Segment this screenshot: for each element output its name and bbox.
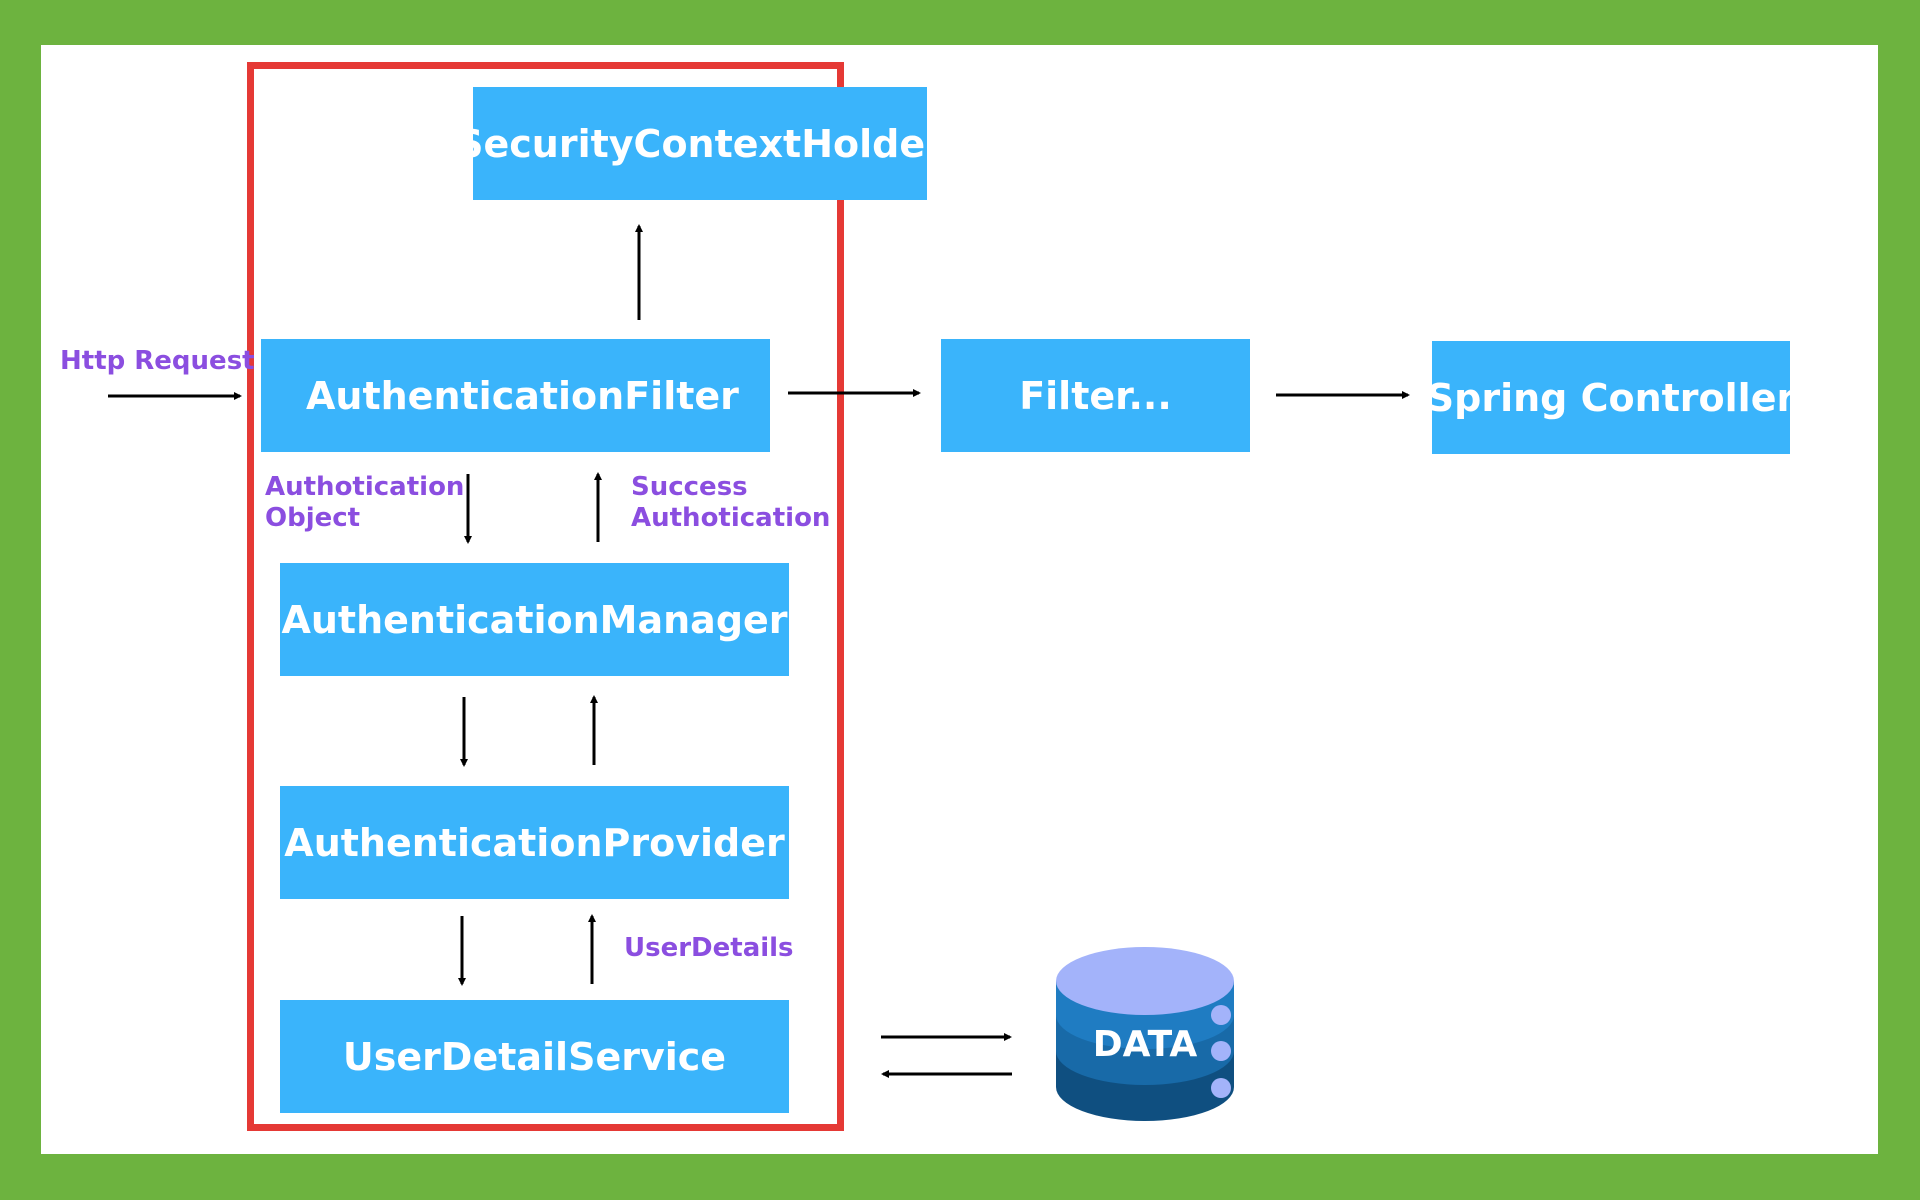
- user-detail-service-node: UserDetailService: [280, 1000, 789, 1113]
- indicator-dot: [1211, 1041, 1231, 1061]
- authentication-object-label: Authotication Object: [265, 472, 465, 533]
- authentication-manager-node: AuthenticationManager: [280, 563, 789, 676]
- database-icon: DATA: [1050, 935, 1240, 1129]
- indicator-dot: [1211, 1005, 1231, 1025]
- security-context-holder-node: SecurityContextHolder: [456, 87, 944, 200]
- filter-node: Filter...: [941, 339, 1250, 452]
- user-details-label: UserDetails: [624, 933, 794, 963]
- spring-controller-node: Spring Controller: [1427, 341, 1795, 454]
- indicator-dot: [1211, 1078, 1231, 1098]
- http-request-label: Http Request: [60, 346, 255, 376]
- database-graphic: DATA: [1056, 947, 1234, 1121]
- authentication-provider-node: AuthenticationProvider: [280, 786, 789, 899]
- authentication-filter-node: AuthenticationFilter: [261, 339, 770, 452]
- success-authentication-label: Success Authotication: [631, 472, 831, 533]
- security-filter-boundary: [247, 62, 844, 1131]
- database-label: DATA: [1093, 1024, 1198, 1065]
